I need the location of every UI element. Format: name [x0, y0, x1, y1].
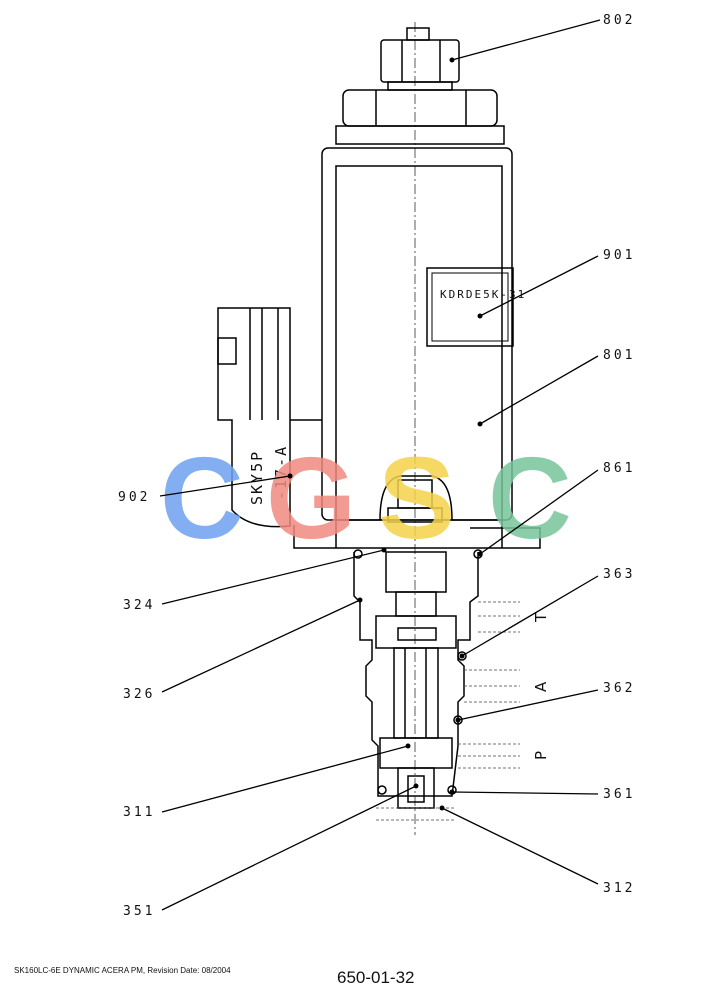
footer-caption: SK160LC-6E DYNAMIC ACERA PM, Revision Da… — [14, 966, 231, 975]
label-361: 361 — [603, 787, 635, 802]
label-861: 861 — [603, 461, 635, 476]
hex-body-nut — [335, 89, 505, 145]
port-label-p: P — [532, 751, 550, 760]
valve-cartridge — [353, 549, 483, 809]
armature — [379, 475, 453, 523]
label-801: 801 — [603, 348, 635, 363]
body-marking-line2: -17-A — [272, 445, 290, 500]
port-label-a: A — [532, 681, 550, 692]
leader-dots — [287, 57, 483, 811]
label-326: 326 — [123, 687, 155, 702]
port-hatching — [376, 601, 520, 821]
leader-lines — [159, 19, 601, 911]
nameplate-text: KDRDE5K-31 — [440, 288, 526, 301]
watermark-logo: C G S C — [160, 433, 572, 563]
label-312: 312 — [603, 881, 635, 896]
label-362: 362 — [603, 681, 635, 696]
watermark-letter-3: S — [378, 433, 455, 563]
label-324: 324 — [123, 598, 155, 613]
port-label-t: T — [532, 612, 550, 623]
label-802: 802 — [603, 13, 635, 28]
label-901: 901 — [603, 248, 635, 263]
label-311: 311 — [123, 805, 155, 820]
connector-housing — [217, 307, 322, 528]
nameplate: KDRDE5K-31 — [426, 267, 526, 347]
body-marking-line1: SKY5P — [248, 450, 266, 505]
label-363: 363 — [603, 567, 635, 582]
label-351: 351 — [123, 904, 155, 919]
watermark-letter-1: C — [160, 433, 244, 563]
label-902: 902 — [118, 490, 150, 505]
watermark-letter-2: G — [266, 433, 356, 563]
page-number: 650-01-32 — [337, 968, 415, 987]
top-lock-nut — [380, 27, 460, 91]
